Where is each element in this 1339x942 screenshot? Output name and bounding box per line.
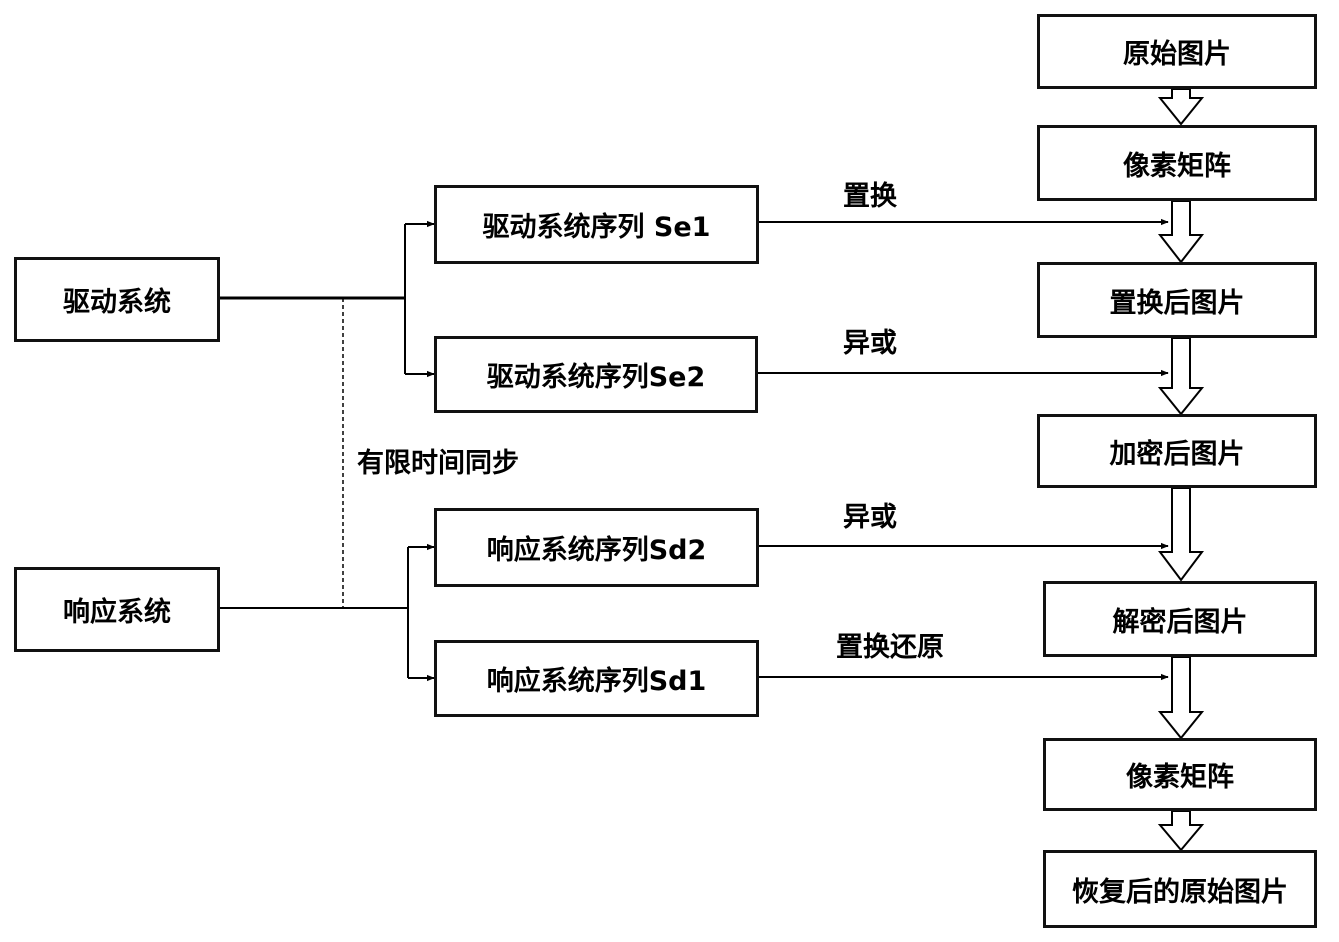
sync-label: 有限时间同步 bbox=[357, 448, 519, 479]
pixel-matrix-box: 像素矩阵 bbox=[1037, 125, 1317, 201]
encrypted-image-box: 加密后图片 bbox=[1037, 414, 1317, 488]
decrypted-image-box: 解密后图片 bbox=[1043, 581, 1317, 657]
response-system-box: 响应系统 bbox=[14, 567, 220, 652]
response-sequence-sd2-box: 响应系统序列Sd2 bbox=[434, 508, 759, 587]
restored-original-image-box: 恢复后的原始图片 bbox=[1043, 850, 1317, 928]
drive-system-box: 驱动系统 bbox=[14, 257, 220, 342]
response-sequence-sd1-box: 响应系统序列Sd1 bbox=[434, 640, 759, 717]
permute-label: 置换 bbox=[843, 181, 897, 212]
flow-arrow-3 bbox=[1157, 337, 1205, 416]
flow-arrow-2 bbox=[1157, 200, 1205, 264]
drive-sequence-se2-box: 驱动系统序列Se2 bbox=[434, 336, 758, 413]
permuted-image-box: 置换后图片 bbox=[1037, 262, 1317, 338]
xor-label-2: 异或 bbox=[843, 502, 897, 533]
pixel-matrix-restored-box: 像素矩阵 bbox=[1043, 738, 1317, 811]
original-image-box: 原始图片 bbox=[1037, 14, 1317, 89]
flow-arrow-4 bbox=[1158, 487, 1204, 582]
flow-arrow-5 bbox=[1157, 656, 1205, 740]
drive-sequence-se1-box: 驱动系统序列 Se1 bbox=[434, 185, 759, 264]
xor-label-1: 异或 bbox=[843, 328, 897, 359]
permute-restore-label: 置换还原 bbox=[836, 632, 944, 663]
flow-arrow-1 bbox=[1157, 88, 1205, 126]
flow-arrow-6 bbox=[1157, 810, 1205, 852]
